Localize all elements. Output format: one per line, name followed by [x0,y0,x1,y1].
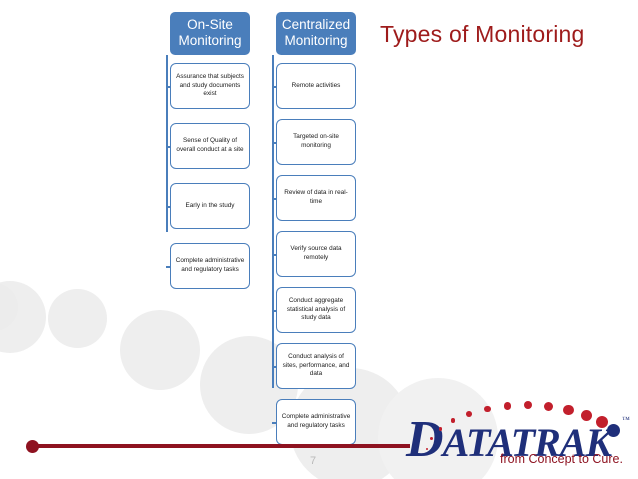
decorative-circle [48,289,107,348]
connector-stub [272,198,277,200]
diagram-node[interactable]: Targeted on-site monitoring [272,119,356,165]
diagram-column-centralized: Centralized Monitoring Remote activities… [266,12,358,455]
decorative-circle [0,283,18,331]
diagram-node-label: Conduct aggregate statistical analysis o… [286,297,346,322]
diagram-node-label: Complete administrative and regulatory t… [281,413,351,429]
diagram-node[interactable]: Sense of Quality of overall conduct at a… [166,123,250,169]
connector-stub [166,86,171,88]
logo-trademark-icon: ™ [622,415,630,424]
page-number: 7 [310,455,317,467]
diagram-node-label: Sense of Quality of overall conduct at a… [176,137,244,153]
diagram-node-label: Remote activities [291,81,341,89]
column-header-on-site[interactable]: On-Site Monitoring [170,12,250,55]
diagram-node-label: Complete administrative and regulatory t… [175,257,245,273]
connector-stub [166,206,171,208]
logo-arc-dot [425,447,428,450]
diagram-node[interactable]: Early in the study [166,183,250,229]
diagram-node-label: Early in the study [185,201,235,209]
page-title: Types of Monitoring [380,21,585,47]
logo-wordmark: DATATRAK [406,410,613,469]
connector-stub [272,254,277,256]
diagram-node-label: Assurance that subjects and study docume… [176,73,244,98]
connector-stub [272,142,277,144]
connector-stub [272,366,277,368]
decorative-circle [120,310,200,390]
logo-arc-dot-navy [607,424,621,438]
diagram-node[interactable]: Complete administrative and regulatory t… [272,399,356,445]
diagram-node[interactable]: Complete administrative and regulatory t… [166,243,250,289]
diagram-node[interactable]: Review of data in real-time [272,175,356,221]
logo-arc-dot [563,404,574,415]
column-header-line-2: Monitoring [178,33,242,48]
diagram-node-label: Review of data in real-time [284,189,348,205]
logo-wordmark-rest: ATATRAK [442,420,613,465]
connector-stub [272,422,277,424]
logo-arc-dot [503,402,511,410]
datatrak-logo: DATATRAK ™ from Concept to Cure. [404,393,638,473]
diagram-column-on-site: On-Site Monitoring Assurance that subjec… [160,12,252,303]
logo-arc-dot [466,411,472,417]
diagram-node[interactable]: Assurance that subjects and study docume… [166,63,250,109]
logo-arc-dot [544,401,554,411]
decorative-circle [378,378,498,479]
connector-stub [166,146,171,148]
connector-stub [272,86,277,88]
connector-stub [272,310,277,312]
diagram-node[interactable]: Conduct aggregate statistical analysis o… [272,287,356,333]
diagram-node-label: Verify source data remotely [290,245,342,261]
logo-arc-dot [450,418,456,424]
column-header-line-1: On-Site [187,17,233,32]
logo-arc-dot [438,427,443,431]
connector-spine [166,55,168,232]
logo-arc-dot [523,400,533,410]
diagram-node[interactable]: Remote activities [272,63,356,109]
diagram-node-label: Targeted on-site monitoring [293,133,339,149]
logo-arc-dot [580,409,593,421]
column-header-centralized[interactable]: Centralized Monitoring [276,12,356,55]
logo-arc-dot [483,405,491,413]
connector-spine [272,55,274,388]
footer-rule-knob [26,440,39,453]
logo-wordmark-initial: D [406,411,444,468]
column-header-line-1: Centralized [281,17,351,32]
diagram-node[interactable]: Conduct analysis of sites, performance, … [272,343,356,389]
logo-arc-dot [595,416,608,429]
footer-rule-line [33,444,410,448]
connector-stub [166,266,171,268]
diagram-node[interactable]: Verify source data remotely [272,231,356,277]
logo-arc-dot [430,437,433,440]
column-header-line-2: Monitoring [284,33,348,48]
logo-tagline: from Concept to Cure. [500,452,623,466]
node-list-on-site: Assurance that subjects and study docume… [166,63,252,303]
diagram-node-label: Conduct analysis of sites, performance, … [282,353,350,378]
